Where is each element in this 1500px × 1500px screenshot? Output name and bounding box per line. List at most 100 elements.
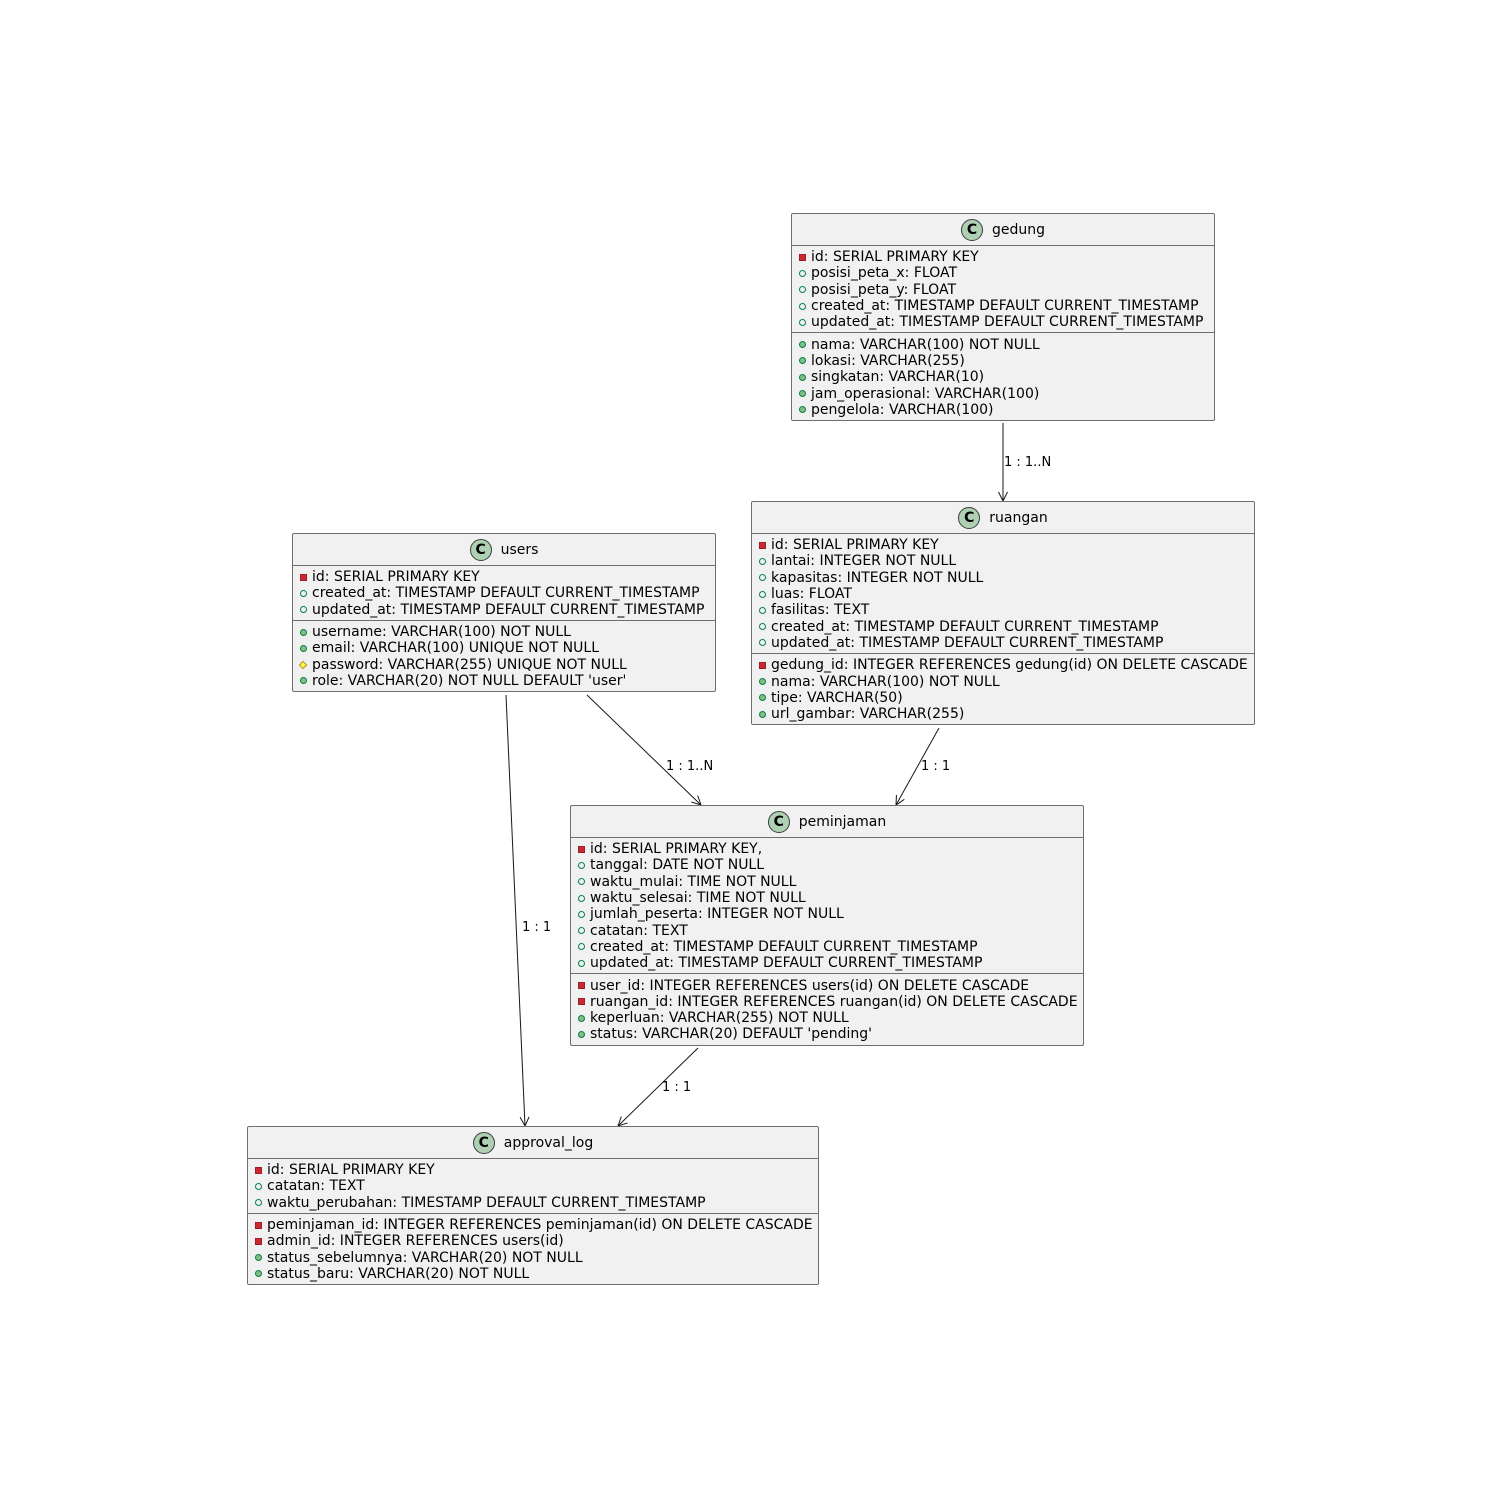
public-visibility-icon [578,959,585,967]
attribute-row: id: SERIAL PRIMARY KEY [293,569,715,585]
attribute-text: lantai: INTEGER NOT NULL [771,553,957,570]
public-visibility-icon [759,574,766,582]
attribute-text: created_at: TIMESTAMP DEFAULT CURRENT_TI… [771,618,1159,635]
attribute-text: id: SERIAL PRIMARY KEY, [590,841,763,858]
attribute-text: catatan: TEXT [590,922,688,939]
public-visibility-icon [578,894,585,902]
attribute-row: status_baru: VARCHAR(20) NOT NULL [248,1266,818,1282]
relation-label-gedung-ruangan: 1 : 1..N [1004,455,1052,470]
attribute-row: url_gambar: VARCHAR(255) [752,706,1254,722]
public-filled-visibility-icon [759,694,766,702]
class-methods-section: peminjaman_id: INTEGER REFERENCES peminj… [248,1212,818,1284]
attribute-row: user_id: INTEGER REFERENCES users(id) ON… [571,977,1083,994]
attribute-row: updated_at: TIMESTAMP DEFAULT CURRENT_TI… [293,602,715,618]
attribute-text: created_at: TIMESTAMP DEFAULT CURRENT_TI… [312,585,700,602]
class-c-icon: C [469,538,492,561]
attribute-row: singkatan: VARCHAR(10) [792,369,1214,385]
private-visibility-icon [759,541,766,549]
public-visibility-icon [759,590,766,598]
attribute-text: id: SERIAL PRIMARY KEY [312,569,480,586]
attribute-text: role: VARCHAR(20) NOT NULL DEFAULT 'user… [312,672,627,689]
private-visibility-icon [578,845,585,853]
attribute-row: lantai: INTEGER NOT NULL [752,553,1254,569]
private-visibility-icon [578,982,585,990]
relation-users-peminjaman [586,694,702,806]
attribute-row: posisi_peta_y: FLOAT [792,282,1214,298]
attribute-text: gedung_id: INTEGER REFERENCES gedung(id)… [771,657,1248,674]
attribute-row: jam_operasional: VARCHAR(100) [792,385,1214,402]
public-filled-visibility-icon [799,341,806,349]
attribute-text: nama: VARCHAR(100) NOT NULL [811,336,1040,353]
attribute-text: jam_operasional: VARCHAR(100) [811,385,1040,402]
public-visibility-icon [799,318,806,326]
public-visibility-icon [578,861,585,869]
class-methods-section: gedung_id: INTEGER REFERENCES gedung(id)… [752,653,1254,724]
attribute-text: url_gambar: VARCHAR(255) [771,706,965,723]
public-visibility-icon [759,606,766,614]
attribute-text: fasilitas: TEXT [771,602,870,619]
attribute-text: admin_id: INTEGER REFERENCES users(id) [267,1233,564,1250]
public-filled-visibility-icon [255,1270,262,1278]
relation-label-users-peminjaman: 1 : 1..N [666,759,714,774]
private-visibility-icon [255,1237,262,1245]
attribute-row: keperluan: VARCHAR(255) NOT NULL [571,1010,1083,1026]
attribute-text: luas: FLOAT [771,586,852,603]
public-filled-visibility-icon [799,373,806,381]
attribute-text: ruangan_id: INTEGER REFERENCES ruangan(i… [590,993,1078,1010]
attribute-row: gedung_id: INTEGER REFERENCES gedung(id)… [752,657,1254,673]
attribute-text: user_id: INTEGER REFERENCES users(id) ON… [590,977,1030,994]
public-visibility-icon [759,639,766,647]
public-visibility-icon [578,927,585,935]
attribute-row: id: SERIAL PRIMARY KEY [792,249,1214,265]
private-visibility-icon [759,661,766,669]
attribute-row: tipe: VARCHAR(50) [752,690,1254,706]
protected-visibility-icon [298,660,308,669]
class-c-icon: C [960,218,983,241]
attribute-text: pengelola: VARCHAR(100) [811,401,994,418]
attribute-row: ruangan_id: INTEGER REFERENCES ruangan(i… [571,994,1083,1010]
attribute-row: peminjaman_id: INTEGER REFERENCES peminj… [248,1217,818,1233]
attribute-text: password: VARCHAR(255) UNIQUE NOT NULL [312,656,627,673]
private-visibility-icon [255,1221,262,1229]
attribute-row: nama: VARCHAR(100) NOT NULL [792,336,1214,353]
attribute-text: jumlah_peserta: INTEGER NOT NULL [590,906,844,923]
attribute-text: posisi_peta_y: FLOAT [811,281,956,298]
attribute-text: waktu_mulai: TIME NOT NULL [590,873,797,890]
public-filled-visibility-icon [759,678,766,686]
attribute-row: updated_at: TIMESTAMP DEFAULT CURRENT_TI… [792,314,1214,330]
class-c-icon: C [472,1131,495,1154]
public-visibility-icon [578,878,585,886]
relation-ruangan-peminjaman [895,727,940,806]
class-name: users [500,541,539,558]
public-visibility-icon [255,1182,262,1190]
public-visibility-icon [799,286,806,294]
attribute-row: username: VARCHAR(100) NOT NULL [293,624,715,640]
attribute-row: waktu_perubahan: TIMESTAMP DEFAULT CURRE… [248,1195,818,1211]
relation-label-peminjaman-approval-log: 1 : 1 [662,1080,692,1095]
relation-users-approval_log [505,694,526,1127]
attribute-text: status_baru: VARCHAR(20) NOT NULL [267,1265,530,1282]
attribute-row: role: VARCHAR(20) NOT NULL DEFAULT 'user… [293,673,715,689]
attribute-row: jumlah_peserta: INTEGER NOT NULL [571,906,1083,922]
attribute-row: pengelola: VARCHAR(100) [792,402,1214,418]
attribute-row: created_at: TIMESTAMP DEFAULT CURRENT_TI… [293,585,715,601]
attribute-text: status_sebelumnya: VARCHAR(20) NOT NULL [267,1249,583,1266]
attribute-text: tanggal: DATE NOT NULL [590,857,765,874]
public-visibility-icon [799,269,806,277]
attribute-row: created_at: TIMESTAMP DEFAULT CURRENT_TI… [752,618,1254,635]
public-filled-visibility-icon [300,628,307,636]
private-visibility-icon [799,253,806,261]
attribute-text: kapasitas: INTEGER NOT NULL [771,569,984,586]
public-visibility-icon [578,943,585,951]
public-filled-visibility-icon [799,390,806,398]
